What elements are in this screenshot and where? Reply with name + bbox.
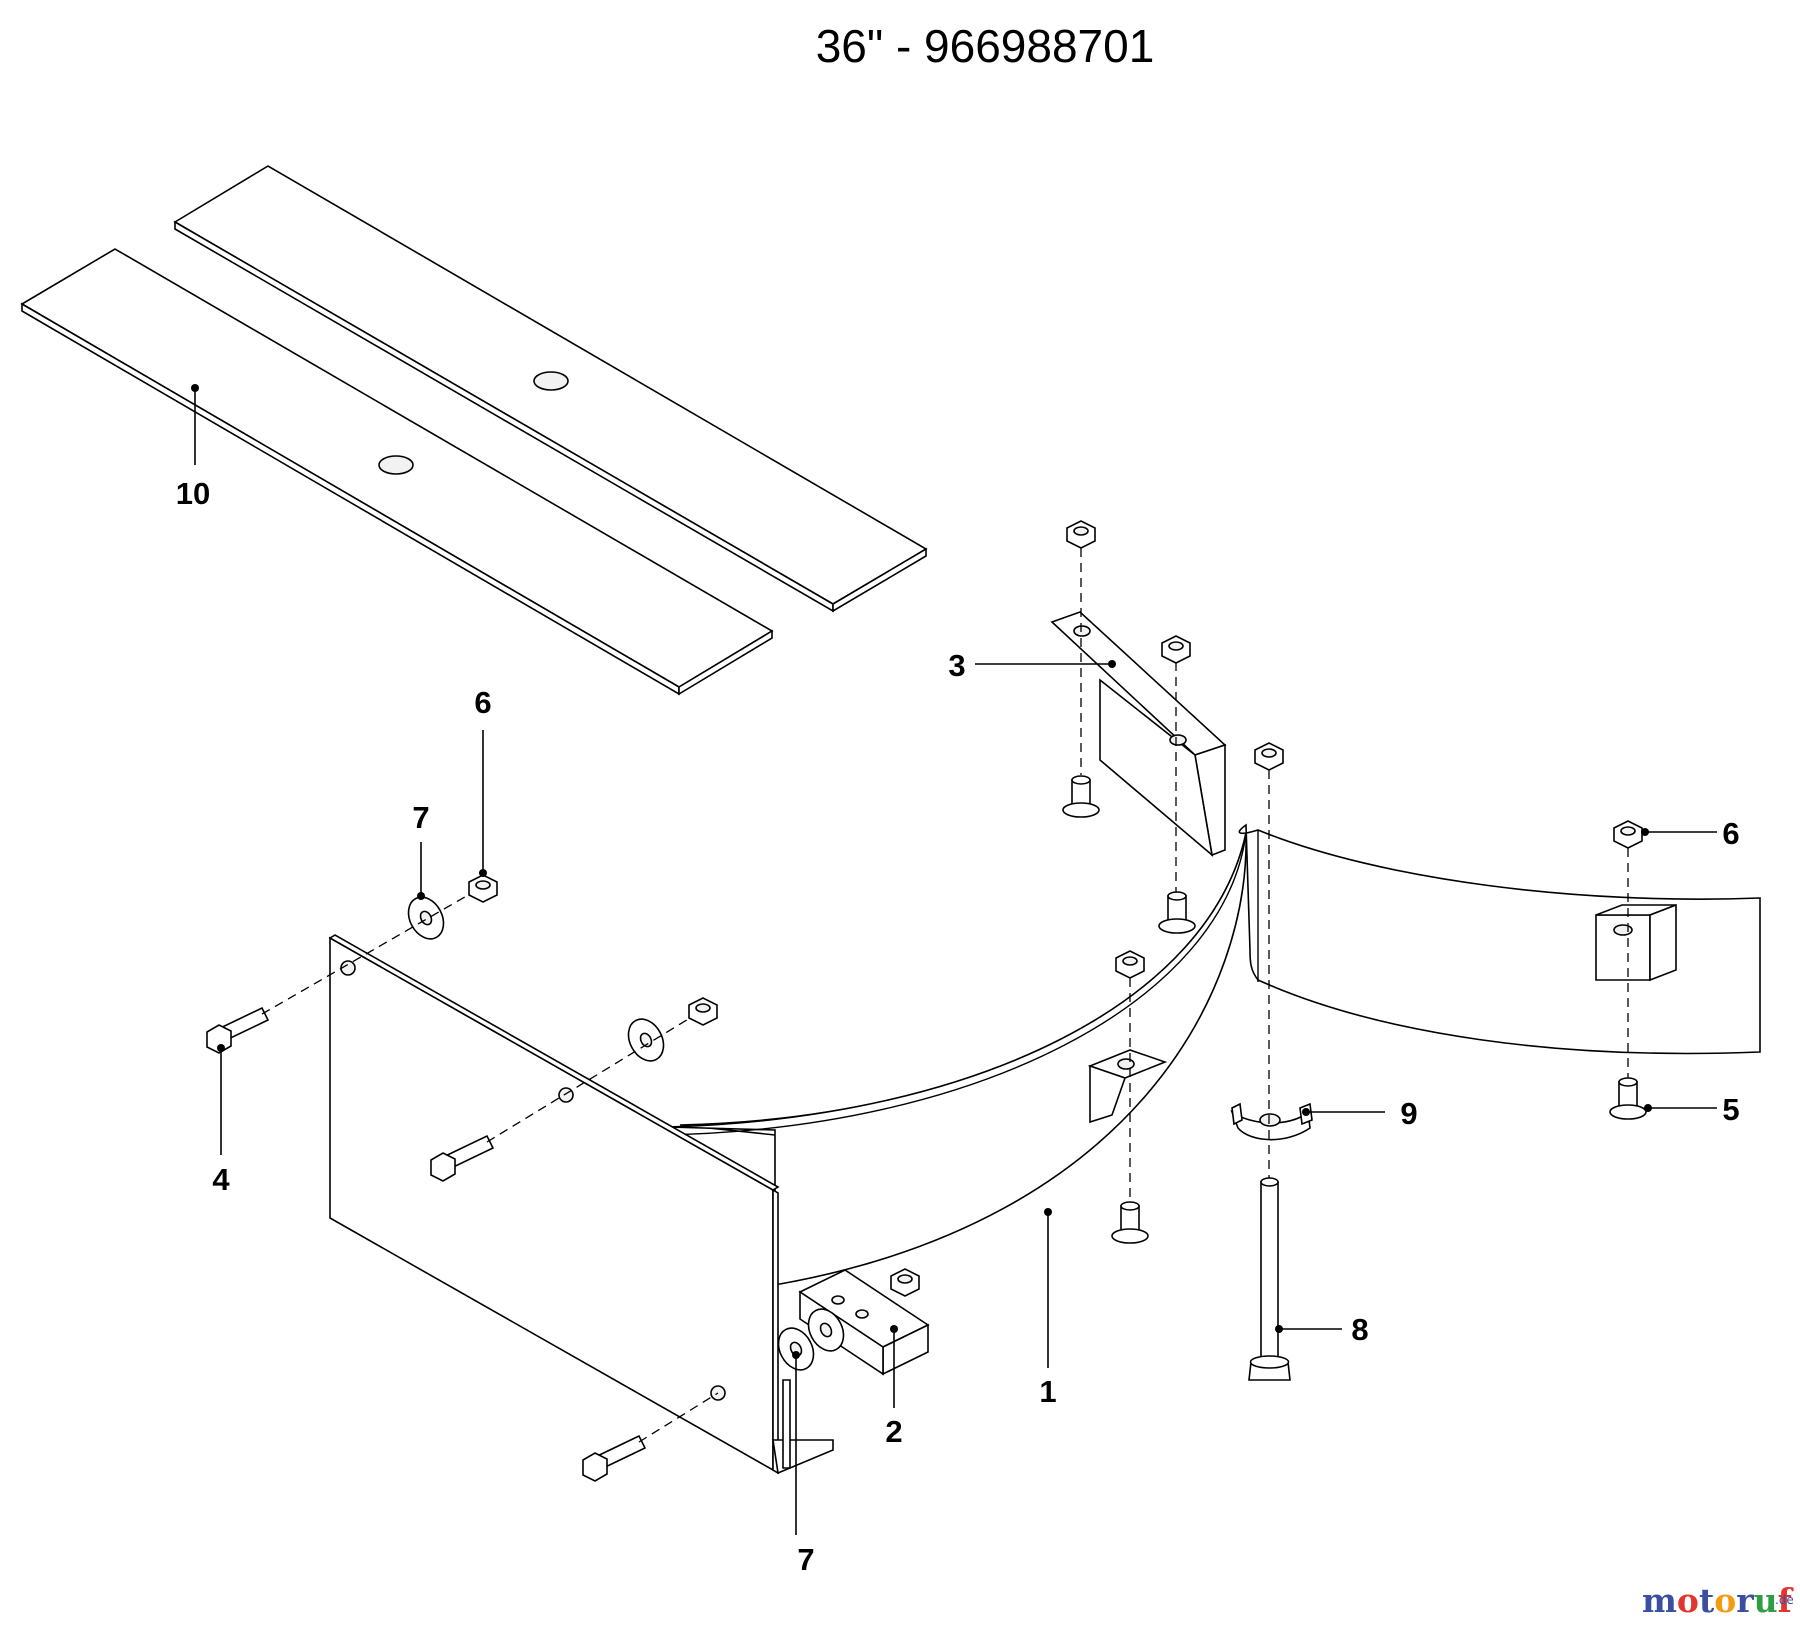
hex-nut-icon: [468, 874, 498, 903]
washer-icon: [627, 1018, 665, 1062]
callout-labels: 10 3 6 7 4 1 2 7 8 9 6 5: [176, 476, 1740, 1577]
callout-6-left: 6: [474, 685, 491, 720]
hex-nut-icon: [688, 997, 718, 1026]
blade-hole-icon: [533, 371, 569, 391]
blade-strips: [20, 165, 928, 696]
carriage-bolt-icon: [1062, 775, 1100, 818]
callout-10: 10: [176, 476, 210, 511]
hex-nut-icon: [890, 1268, 920, 1297]
curved-clip: [1230, 1102, 1313, 1141]
long-bolt: [1248, 1177, 1291, 1381]
carriage-bolt-icon: [1609, 1077, 1647, 1120]
hex-nuts: [468, 520, 1643, 1297]
angle-bracket: [1050, 611, 1227, 858]
callout-5: 5: [1722, 1092, 1739, 1127]
watermark-logo: motoruf .de: [1642, 1581, 1794, 1620]
hex-bolts: [206, 1006, 647, 1482]
hex-nut-icon: [1254, 742, 1284, 771]
callout-2: 2: [885, 1414, 902, 1449]
mounting-plate: [328, 934, 834, 1475]
carriage-bolt-icon: [1158, 891, 1196, 934]
blade-strip-lower: [20, 248, 774, 696]
callout-7-lower: 7: [797, 1542, 814, 1577]
hex-nut-icon: [1066, 520, 1096, 549]
watermark-text: motoruf: [1642, 1581, 1794, 1620]
hex-nut-icon: [1161, 635, 1191, 664]
blade-strip-upper: [173, 165, 928, 613]
callout-8: 8: [1351, 1312, 1368, 1347]
callout-4: 4: [212, 1162, 230, 1197]
blade-hole-icon: [378, 455, 414, 475]
diagram-title: 36" - 966988701: [816, 20, 1155, 72]
washer-icon: [807, 1308, 845, 1352]
hex-bolt-icon: [430, 1134, 495, 1182]
callout-9: 9: [1400, 1096, 1417, 1131]
curved-shell: [659, 823, 1761, 1285]
callout-6-right: 6: [1722, 816, 1739, 851]
hex-nut-icon: [1115, 950, 1145, 979]
callout-3: 3: [948, 648, 965, 683]
hex-nut-icon: [1613, 820, 1643, 849]
hex-bolt-icon: [582, 1434, 647, 1482]
carriage-bolt-icon: [1111, 1201, 1149, 1244]
hex-bolt-icon: [206, 1006, 270, 1054]
watermark-suffix: .de: [1775, 1593, 1794, 1607]
callout-7-upper: 7: [412, 800, 429, 835]
callout-1: 1: [1039, 1374, 1056, 1409]
right-shell-clip: [1595, 903, 1677, 982]
washer-icon: [407, 896, 445, 940]
leader-lines: [191, 384, 1717, 1535]
assembly-lines: [261, 548, 1629, 1443]
shell-clip-bracket: [1087, 1049, 1168, 1124]
